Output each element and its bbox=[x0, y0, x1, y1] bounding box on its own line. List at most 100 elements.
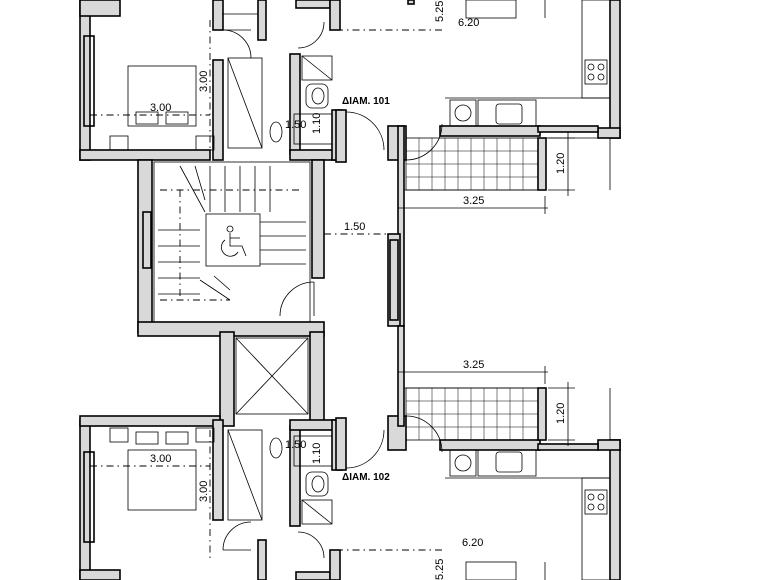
wall-stub bbox=[407, 0, 415, 5]
unit-102: 3.00 3.00 1.50 1.10 ΔΙΑΜ. 102 6.20 5.25 bbox=[79, 325, 621, 580]
bedroom-window bbox=[83, 451, 95, 543]
door-swing bbox=[222, 29, 252, 59]
pillow bbox=[165, 431, 189, 445]
stair-window bbox=[142, 211, 152, 269]
bath-small-dim-label: 1.10 bbox=[311, 113, 323, 134]
bedroom-right-wall bbox=[212, 0, 224, 31]
bath-top-wall bbox=[295, 0, 331, 9]
light-well-diagonal bbox=[235, 337, 309, 415]
balcony-length-label: 3.25 bbox=[463, 359, 484, 371]
bathtub bbox=[293, 435, 333, 467]
kitchen-counter bbox=[581, 477, 611, 580]
exterior-wall bbox=[597, 439, 621, 451]
burner bbox=[587, 493, 595, 501]
unit-101: 3.00 3.00 1.50 1.10 ΔΙΑΜ. 101 6.20 5.25 bbox=[79, 0, 621, 327]
kitchen-top-wall bbox=[439, 439, 541, 451]
wheelchair-icon bbox=[221, 225, 247, 257]
bath-bottom-wall bbox=[295, 571, 331, 580]
balcony-parapet bbox=[537, 137, 547, 191]
elevator-shaft bbox=[205, 213, 261, 267]
wardrobe bbox=[227, 57, 263, 149]
bed bbox=[127, 65, 197, 127]
burner bbox=[597, 73, 605, 81]
balcony-parapet bbox=[537, 387, 547, 441]
bedroom-right-wall-2 bbox=[212, 59, 224, 161]
nightstand bbox=[109, 135, 129, 151]
pillow bbox=[135, 111, 159, 125]
balcony-door-swing bbox=[405, 415, 443, 453]
bedroom-left-wall bbox=[79, 0, 91, 161]
corridor-east-wall bbox=[387, 233, 401, 327]
bedroom-width-label: 3.00 bbox=[150, 102, 171, 114]
kitchen-bottom-wall bbox=[439, 125, 541, 137]
toilet bbox=[269, 437, 283, 459]
sink-basin bbox=[495, 103, 523, 125]
exterior-wall bbox=[597, 127, 621, 139]
corridor-window bbox=[389, 239, 399, 321]
stair-treads bbox=[158, 165, 306, 301]
bath-small-dim-label: 1.10 bbox=[311, 443, 323, 464]
washing-drum bbox=[454, 104, 472, 122]
light-well bbox=[235, 337, 309, 415]
unit-102-label: ΔΙΑΜ. 102 bbox=[342, 472, 390, 483]
washbasin bbox=[305, 471, 329, 497]
balcony-door-swing bbox=[405, 123, 443, 161]
living-depth-label: 5.25 bbox=[434, 559, 446, 580]
stair-left-wall bbox=[137, 159, 153, 333]
balcony-depth-label: 1.20 bbox=[555, 403, 567, 424]
cooktop bbox=[584, 489, 608, 515]
burner bbox=[587, 73, 595, 81]
shaft-right-wall bbox=[309, 331, 325, 427]
exterior-wall bbox=[609, 439, 621, 580]
washing-drum bbox=[454, 454, 472, 472]
exterior-wall bbox=[609, 0, 621, 139]
bedroom-depth-label: 3.00 bbox=[198, 71, 210, 92]
bedroom-bottom-wall bbox=[79, 569, 121, 580]
corridor-wall bbox=[257, 539, 267, 580]
burner bbox=[587, 63, 595, 71]
burner bbox=[597, 503, 605, 511]
bedroom-width-label: 3.00 bbox=[150, 453, 171, 465]
kitchen-counter bbox=[581, 0, 611, 99]
wardrobe bbox=[227, 429, 263, 521]
corridor-wall bbox=[257, 0, 267, 41]
living-width-label: 6.20 bbox=[458, 17, 479, 29]
bedroom-window bbox=[83, 35, 95, 127]
washing-machine bbox=[449, 449, 477, 477]
washbasin-bowl bbox=[311, 475, 325, 493]
nightstand bbox=[195, 135, 215, 151]
pillow bbox=[165, 111, 189, 125]
bedroom-depth-label: 3.00 bbox=[198, 481, 210, 502]
bedroom-top-wall bbox=[79, 0, 121, 17]
stair-right-wall bbox=[311, 159, 325, 279]
balcony-tiles-top bbox=[405, 137, 539, 191]
entry-door-swing bbox=[345, 111, 385, 151]
corridor-wall bbox=[335, 109, 347, 163]
burner bbox=[597, 493, 605, 501]
shaft-left-wall bbox=[219, 331, 235, 427]
door-swing bbox=[297, 21, 325, 49]
bath-left-wall bbox=[289, 53, 301, 155]
partition-wall bbox=[329, 549, 341, 580]
toilet bbox=[269, 121, 283, 143]
burner bbox=[597, 63, 605, 71]
cooktop bbox=[584, 59, 608, 85]
balcony-depth-label: 1.20 bbox=[555, 153, 567, 174]
partition-wall bbox=[329, 0, 341, 31]
unit-101-label: ΔΙΑΜ. 101 bbox=[342, 96, 390, 107]
living-depth-label: 5.25 bbox=[434, 1, 446, 22]
washbasin bbox=[305, 83, 329, 109]
stair-door-swing bbox=[279, 281, 315, 317]
bedroom-top-wall bbox=[79, 415, 221, 427]
bed bbox=[127, 449, 197, 511]
door-swing bbox=[222, 521, 252, 551]
stair-core: 1.50 bbox=[137, 159, 401, 427]
corridor-wall bbox=[335, 417, 347, 471]
bedroom-right-wall bbox=[212, 419, 224, 521]
wardrobe-diagonal bbox=[227, 429, 263, 521]
bath-dim-label: 1.50 bbox=[285, 119, 306, 131]
corridor-width-label: 1.50 bbox=[344, 221, 365, 233]
facade-wall bbox=[397, 325, 405, 427]
pillow bbox=[135, 431, 159, 445]
